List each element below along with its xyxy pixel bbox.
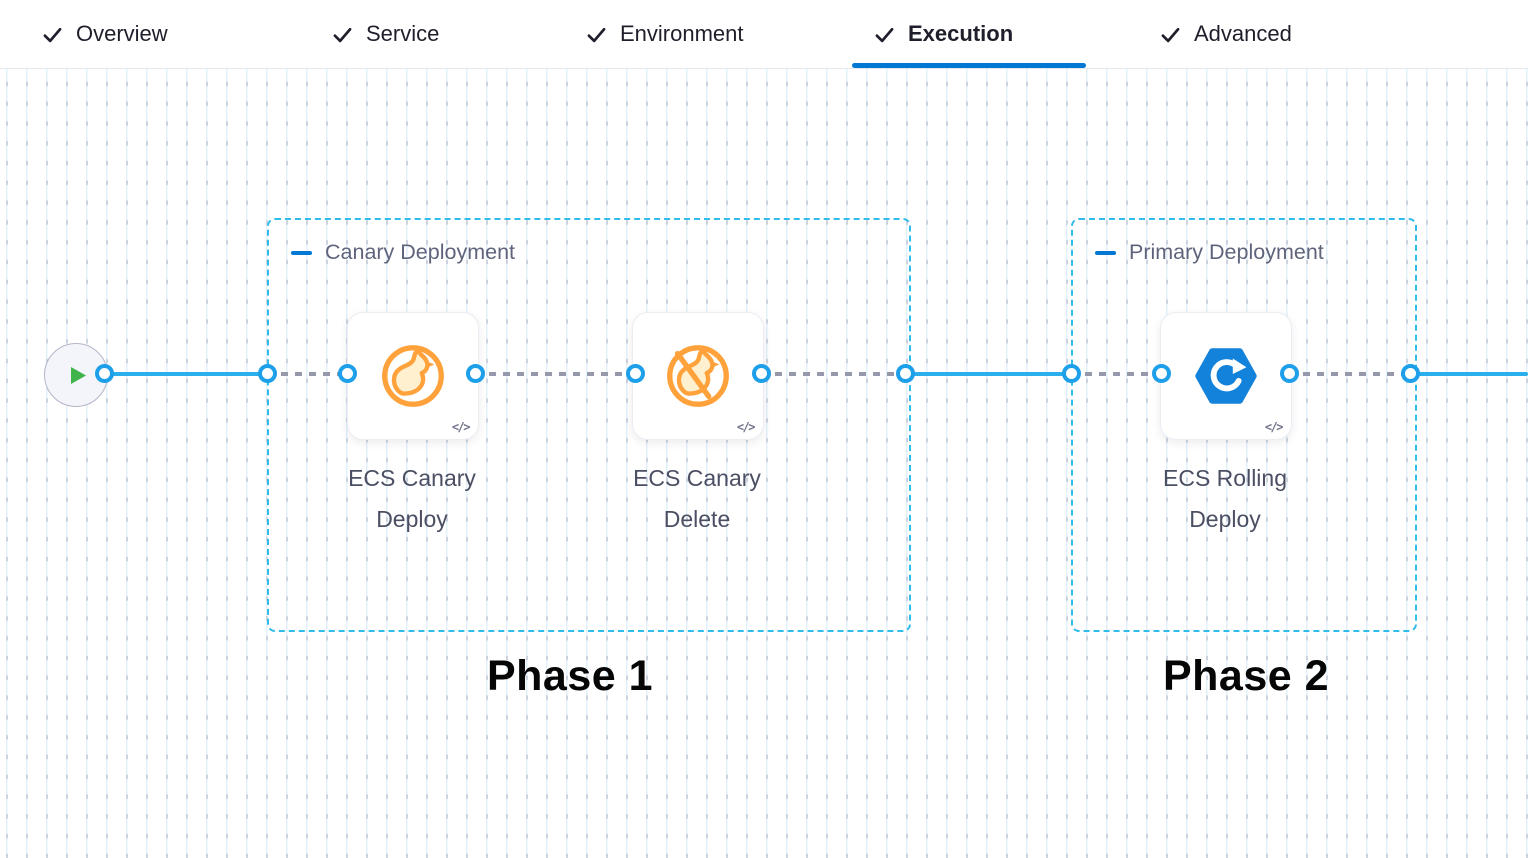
canary-deploy-icon: [382, 345, 444, 407]
tab-label: Service: [366, 21, 440, 46]
step-card-ecs-canary-delete[interactable]: </>: [632, 312, 764, 440]
step-card-ecs-canary-deploy[interactable]: </>: [347, 312, 479, 440]
step-group-canary-deployment[interactable]: Canary Deployment: [267, 218, 911, 632]
connector-port[interactable]: [337, 364, 357, 383]
tab-environment[interactable]: Environment: [586, 0, 744, 68]
group-title: Canary Deployment: [325, 240, 516, 264]
tab-label: Execution: [908, 21, 1014, 46]
stage-tab-bar: Overview Service Environment Execution A…: [0, 0, 1528, 69]
code-icon[interactable]: </>: [451, 420, 471, 434]
connector-port[interactable]: [1151, 364, 1171, 383]
phase-annotation: Phase 1: [486, 652, 654, 700]
connector-dashed: [761, 372, 905, 376]
step-label: ECS Canary Delete: [633, 465, 761, 532]
step-group-primary-deployment[interactable]: Primary Deployment: [1071, 218, 1417, 632]
check-icon: [333, 27, 352, 42]
step-card-ecs-rolling-deploy[interactable]: </>: [1160, 312, 1292, 440]
connector-port[interactable]: [895, 364, 915, 383]
connector-dashed: [1071, 372, 1161, 376]
tab-execution[interactable]: Execution: [874, 0, 1013, 68]
tab-label: Overview: [76, 21, 168, 46]
connector-solid: [104, 371, 267, 376]
connector-port[interactable]: [1279, 364, 1299, 383]
step-label: ECS Canary Deploy: [348, 465, 476, 532]
active-tab-indicator: [852, 63, 1086, 68]
pipeline-canvas[interactable]: Canary Deployment Primary Deployment: [0, 69, 1528, 858]
tab-service[interactable]: Service: [332, 0, 439, 68]
connector-port[interactable]: [625, 364, 645, 383]
connector-dashed: [1289, 372, 1410, 376]
connector-port[interactable]: [1061, 364, 1081, 383]
code-icon[interactable]: </>: [1264, 420, 1284, 434]
group-header: Primary Deployment: [1095, 240, 1324, 265]
connector-port[interactable]: [465, 364, 485, 383]
check-icon: [43, 27, 62, 42]
connector-dashed: [475, 372, 635, 376]
connector-solid: [1410, 371, 1528, 376]
check-icon: [1161, 27, 1180, 42]
play-icon: [70, 366, 86, 384]
tab-advanced[interactable]: Advanced: [1160, 0, 1292, 68]
connector-dashed: [267, 372, 347, 376]
group-title: Primary Deployment: [1129, 240, 1324, 264]
code-icon[interactable]: </>: [736, 420, 756, 434]
connector-port[interactable]: [94, 364, 114, 383]
connector-port[interactable]: [257, 364, 277, 383]
ecs-rolling-icon: [1195, 348, 1257, 404]
connector-port[interactable]: [1400, 364, 1420, 383]
tab-label: Advanced: [1194, 21, 1292, 46]
tab-overview[interactable]: Overview: [42, 0, 168, 68]
group-header: Canary Deployment: [291, 240, 515, 265]
canary-delete-icon: [667, 345, 729, 407]
collapse-group-icon[interactable]: [291, 250, 312, 255]
collapse-group-icon[interactable]: [1095, 250, 1116, 255]
step-label: ECS Rolling Deploy: [1163, 465, 1287, 532]
phase-annotation: Phase 2: [1162, 652, 1330, 700]
check-icon: [875, 27, 894, 42]
connector-solid: [905, 371, 1071, 376]
tab-label: Environment: [620, 21, 744, 46]
check-icon: [587, 27, 606, 42]
connector-port[interactable]: [751, 364, 771, 383]
